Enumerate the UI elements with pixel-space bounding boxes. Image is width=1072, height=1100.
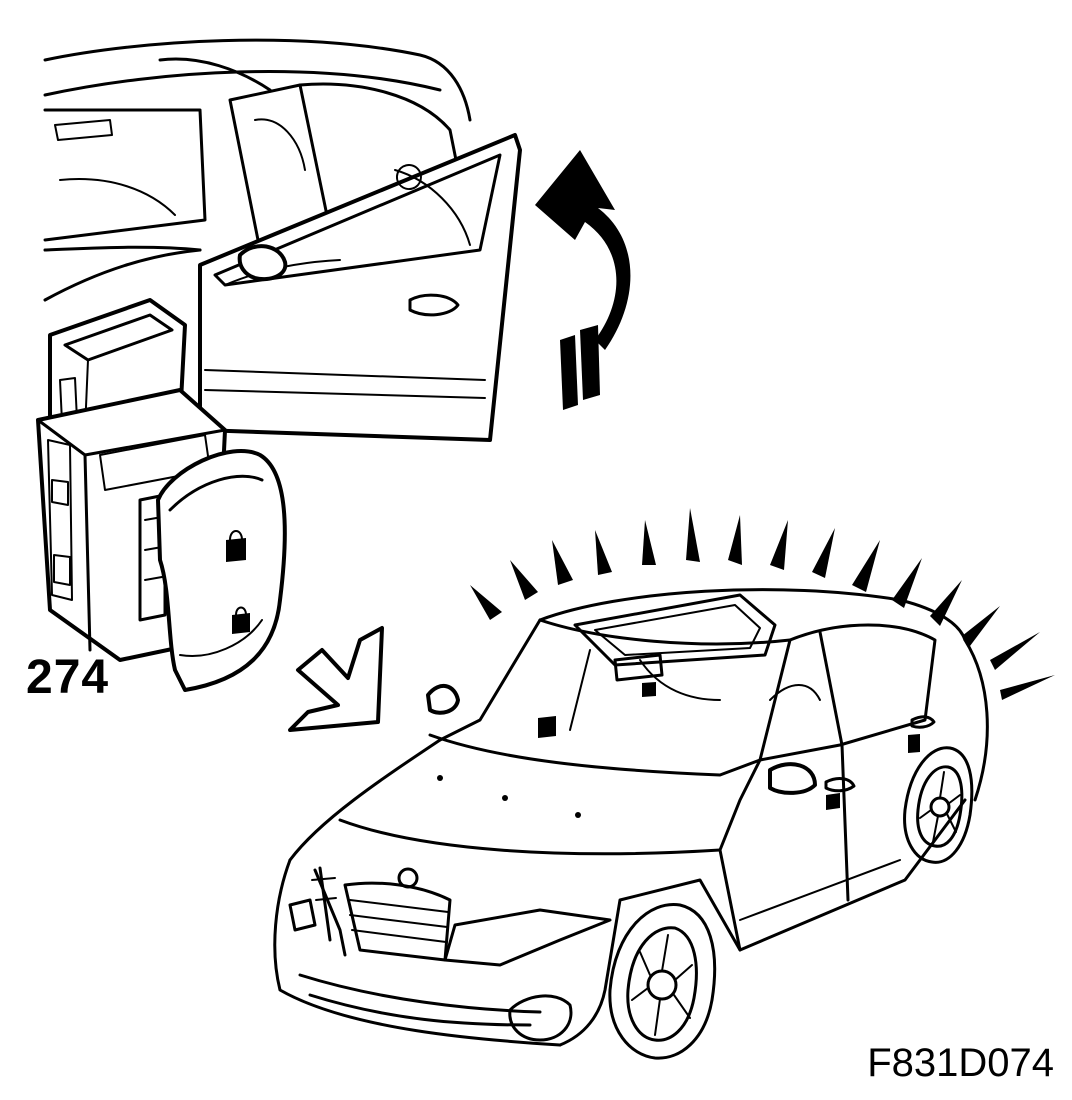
padlock-icon: [226, 530, 246, 562]
curved-arrow-icon: [535, 150, 631, 410]
padlock-icon: [232, 606, 250, 634]
part-number-label: 274: [26, 651, 110, 704]
figure-id-label: F831D074: [867, 1041, 1054, 1085]
key-module-274: [36, 298, 287, 692]
car-open-door: [43, 38, 522, 442]
car-locked: [273, 588, 989, 1060]
flash-rays: [470, 508, 1055, 700]
outline-arrow-icon: [288, 626, 384, 732]
